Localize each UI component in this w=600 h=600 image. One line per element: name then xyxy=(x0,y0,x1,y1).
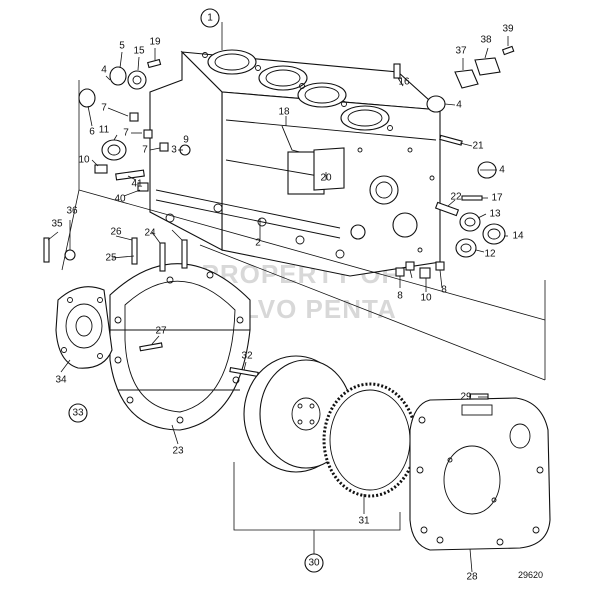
callout-29: 29 xyxy=(460,392,472,403)
callout-circle xyxy=(68,403,88,423)
callout-34: 34 xyxy=(55,375,67,386)
callout-1: 1 xyxy=(207,13,213,24)
callout-41: 41 xyxy=(131,179,143,190)
callout-25: 25 xyxy=(105,253,117,264)
callout-8: 8 xyxy=(441,285,447,296)
callout-4: 4 xyxy=(456,100,462,111)
callout-12: 12 xyxy=(484,249,496,260)
callout-16: 16 xyxy=(398,77,410,88)
flywheel-housing xyxy=(109,263,251,431)
callout-9: 9 xyxy=(183,135,189,146)
callout-10: 10 xyxy=(420,293,432,304)
callout-31: 31 xyxy=(358,516,370,527)
callout-33: 33 xyxy=(72,408,84,419)
leader-lines xyxy=(47,22,546,573)
callout-40: 40 xyxy=(114,194,126,205)
block-small-parts xyxy=(78,45,515,279)
callout-17: 17 xyxy=(491,193,503,204)
callout-7: 7 xyxy=(123,128,129,139)
ring-gear xyxy=(322,382,418,498)
callout-circle xyxy=(200,8,220,28)
callout-5: 5 xyxy=(119,41,125,52)
callout-2: 2 xyxy=(255,238,261,249)
callout-24: 24 xyxy=(144,228,156,239)
callout-18: 18 xyxy=(278,107,290,118)
callout-28: 28 xyxy=(466,572,478,583)
callout-10: 10 xyxy=(78,155,90,166)
adapter-plate xyxy=(55,286,113,369)
callout-6: 6 xyxy=(89,127,95,138)
reference-number: 29620 xyxy=(518,570,543,580)
callout-4: 4 xyxy=(499,165,505,176)
callout-14: 14 xyxy=(512,231,524,242)
callout-7: 7 xyxy=(142,145,148,156)
callout-4: 4 xyxy=(101,65,107,76)
callout-32: 32 xyxy=(241,351,253,362)
callout-26: 26 xyxy=(110,227,122,238)
callout-37: 37 xyxy=(455,46,467,57)
callout-13: 13 xyxy=(489,209,501,220)
callout-19: 19 xyxy=(149,37,161,48)
callout-21: 21 xyxy=(472,141,484,152)
callout-8: 8 xyxy=(397,291,403,302)
callout-35: 35 xyxy=(51,219,63,230)
callout-3: 3 xyxy=(171,145,177,156)
callout-circle xyxy=(304,553,324,573)
callout-11: 11 xyxy=(99,125,110,136)
cover-plate xyxy=(409,397,551,551)
cylinder-block xyxy=(149,49,442,277)
cover-bolt xyxy=(469,393,489,400)
callout-30: 30 xyxy=(308,558,320,569)
callout-7: 7 xyxy=(101,103,107,114)
callout-38: 38 xyxy=(480,35,492,46)
callout-labels: 1 30 33 2 3 4 4 4 5 6 7 7 7 8 8 9 10 10 … xyxy=(51,8,524,583)
callout-36: 36 xyxy=(66,206,78,217)
callout-27: 27 xyxy=(155,326,167,337)
callout-20: 20 xyxy=(320,173,332,184)
callout-22: 22 xyxy=(450,192,462,203)
callout-39: 39 xyxy=(502,24,514,35)
callout-23: 23 xyxy=(172,446,184,457)
callout-15: 15 xyxy=(133,46,145,57)
